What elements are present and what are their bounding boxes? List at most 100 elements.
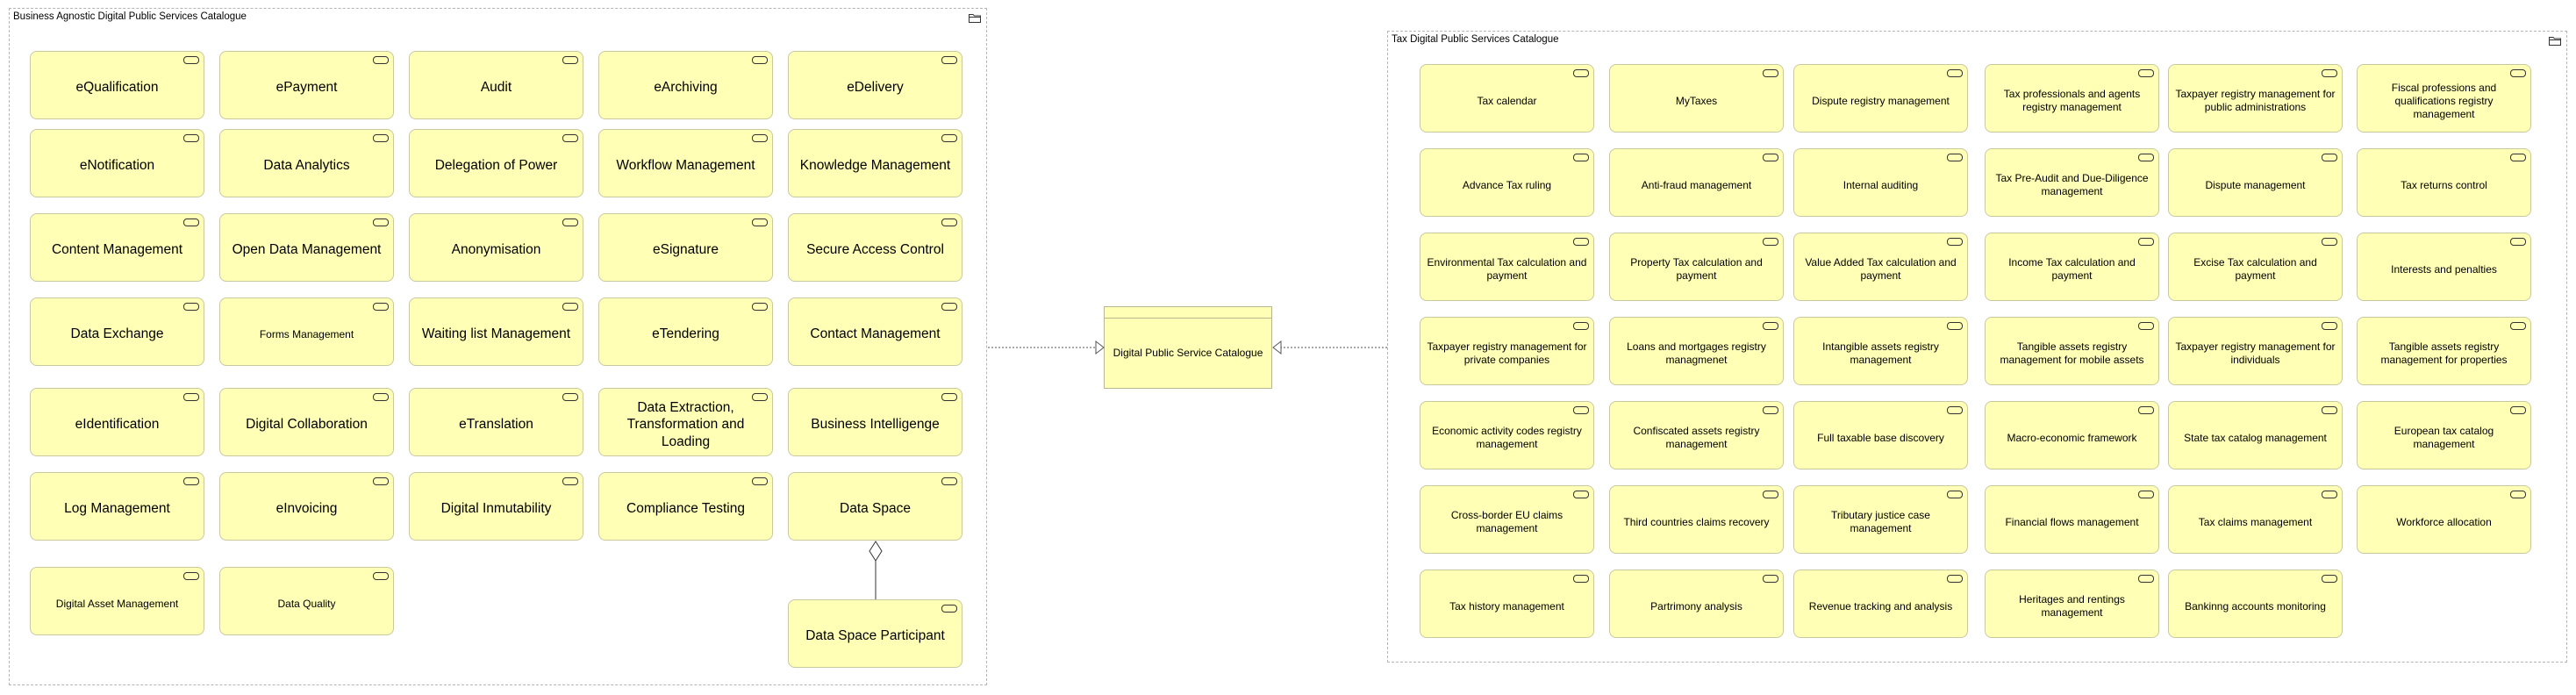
service-waiting-list-management[interactable]: Waiting list Management <box>409 297 583 366</box>
service-workforce-allocation[interactable]: Workforce allocation <box>2357 485 2531 554</box>
component-icon <box>2138 322 2154 330</box>
service-epayment[interactable]: ePayment <box>219 51 394 119</box>
service-full-taxable-base-discovery[interactable]: Full taxable base discovery <box>1793 401 1968 469</box>
service-content-management[interactable]: Content Management <box>30 213 204 282</box>
service-heritages-and-rentings-management[interactable]: Heritages and rentings management <box>1985 570 2159 638</box>
service-secure-access-control[interactable]: Secure Access Control <box>788 213 962 282</box>
service-contact-management[interactable]: Contact Management <box>788 297 962 366</box>
service-esignature[interactable]: eSignature <box>598 213 773 282</box>
service-label: eQualification <box>75 80 159 96</box>
service-label: Property Tax calculation and payment <box>1630 256 1763 282</box>
service-financial-flows-management[interactable]: Financial flows management <box>1985 485 2159 554</box>
service-label: Value Added Tax calculation and payment <box>1805 256 1957 282</box>
service-digital-asset-management[interactable]: Digital Asset Management <box>30 567 204 635</box>
component-icon <box>2138 154 2154 161</box>
service-dispute-management[interactable]: Dispute management <box>2168 148 2343 217</box>
service-taxpayer-registry-management-for-public-administrations[interactable]: Taxpayer registry management for public … <box>2168 64 2343 133</box>
service-income-tax-calculation-and-payment[interactable]: Income Tax calculation and payment <box>1985 233 2159 301</box>
folder-icon <box>969 14 981 23</box>
service-tax-claims-management[interactable]: Tax claims management <box>2168 485 2343 554</box>
service-confiscated-assets-registry-management[interactable]: Confiscated assets registry management <box>1609 401 1784 469</box>
service-workflow-management[interactable]: Workflow Management <box>598 129 773 197</box>
component-icon <box>373 56 389 64</box>
service-anonymisation[interactable]: Anonymisation <box>409 213 583 282</box>
service-label: Workforce allocation <box>2396 515 2492 528</box>
service-excise-tax-calculation-and-payment[interactable]: Excise Tax calculation and payment <box>2168 233 2343 301</box>
service-audit[interactable]: Audit <box>409 51 583 119</box>
component-icon <box>1573 154 1589 161</box>
service-bankinng-accounts-monitoring[interactable]: Bankinng accounts monitoring <box>2168 570 2343 638</box>
service-property-tax-calculation-and-payment[interactable]: Property Tax calculation and payment <box>1609 233 1784 301</box>
service-taxpayer-registry-management-for-individuals[interactable]: Taxpayer registry management for individ… <box>2168 317 2343 385</box>
service-tangible-assets-registry-management-for-mobile-assets[interactable]: Tangible assets registry management for … <box>1985 317 2159 385</box>
service-etendering[interactable]: eTendering <box>598 297 773 366</box>
service-edelivery[interactable]: eDelivery <box>788 51 962 119</box>
service-mytaxes[interactable]: MyTaxes <box>1609 64 1784 133</box>
service-economic-activity-codes-registry-management[interactable]: Economic activity codes registry managem… <box>1420 401 1594 469</box>
component-icon <box>2138 491 2154 498</box>
service-tax-returns-control[interactable]: Tax returns control <box>2357 148 2531 217</box>
component-icon <box>2138 238 2154 246</box>
service-delegation-of-power[interactable]: Delegation of Power <box>409 129 583 197</box>
service-loans-and-mortgages-registry-managmenet[interactable]: Loans and mortgages registry managmenet <box>1609 317 1784 385</box>
service-einvoicing[interactable]: eInvoicing <box>219 472 394 541</box>
service-equalification[interactable]: eQualification <box>30 51 204 119</box>
service-data-quality[interactable]: Data Quality <box>219 567 394 635</box>
service-environmental-tax-calculation-and-payment[interactable]: Environmental Tax calculation and paymen… <box>1420 233 1594 301</box>
service-label: Tax claims management <box>2198 515 2313 528</box>
service-earchiving[interactable]: eArchiving <box>598 51 773 119</box>
component-icon <box>752 477 768 485</box>
service-tax-calendar[interactable]: Tax calendar <box>1420 64 1594 133</box>
service-anti-fraud-management[interactable]: Anti-fraud management <box>1609 148 1784 217</box>
service-tangible-assets-registry-management-for-properties[interactable]: Tangible assets registry management for … <box>2357 317 2531 385</box>
service-label: Taxpayer registry management for private… <box>1427 340 1587 366</box>
service-label: Tax Pre-Audit and Due-Diligence manageme… <box>1995 172 2149 197</box>
service-macro-economic-framework[interactable]: Macro-economic framework <box>1985 401 2159 469</box>
service-data-exchange[interactable]: Data Exchange <box>30 297 204 366</box>
component-icon <box>2510 69 2526 77</box>
service-label: Tangible assets registry management for … <box>2380 340 2508 366</box>
component-icon <box>183 219 199 226</box>
service-knowledge-management[interactable]: Knowledge Management <box>788 129 962 197</box>
service-log-management[interactable]: Log Management <box>30 472 204 541</box>
service-cross-border-eu-claims-management[interactable]: Cross-border EU claims management <box>1420 485 1594 554</box>
service-revenue-tracking-and-analysis[interactable]: Revenue tracking and analysis <box>1793 570 1968 638</box>
service-state-tax-catalog-management[interactable]: State tax catalog management <box>2168 401 2343 469</box>
service-digital-collaboration[interactable]: Digital Collaboration <box>219 388 394 456</box>
service-taxpayer-registry-management-for-private-companies[interactable]: Taxpayer registry management for private… <box>1420 317 1594 385</box>
service-data-analytics[interactable]: Data Analytics <box>219 129 394 197</box>
service-data-space-participant[interactable]: Data Space Participant <box>788 599 962 668</box>
service-intangible-assets-registry-management[interactable]: Intangible assets registry management <box>1793 317 1968 385</box>
component-icon <box>2322 69 2337 77</box>
service-data-space[interactable]: Data Space <box>788 472 962 541</box>
service-partrimony-analysis[interactable]: Partrimony analysis <box>1609 570 1784 638</box>
service-etranslation[interactable]: eTranslation <box>409 388 583 456</box>
service-fiscal-professions-and-qualifications-registry-management[interactable]: Fiscal professions and qualifications re… <box>2357 64 2531 133</box>
service-tax-pre-audit-and-due-diligence-management[interactable]: Tax Pre-Audit and Due-Diligence manageme… <box>1985 148 2159 217</box>
service-european-tax-catalog-management[interactable]: European tax catalog management <box>2357 401 2531 469</box>
service-label: eInvoicing <box>275 501 338 517</box>
service-open-data-management[interactable]: Open Data Management <box>219 213 394 282</box>
service-third-countries-claims-recovery[interactable]: Third countries claims recovery <box>1609 485 1784 554</box>
service-forms-management[interactable]: Forms Management <box>219 297 394 366</box>
service-eidentification[interactable]: eIdentification <box>30 388 204 456</box>
service-enotification[interactable]: eNotification <box>30 129 204 197</box>
service-tributary-justice-case-management[interactable]: Tributary justice case management <box>1793 485 1968 554</box>
digital-public-service-catalogue[interactable]: Digital Public Service Catalogue <box>1104 306 1272 389</box>
service-digital-inmutability[interactable]: Digital Inmutability <box>409 472 583 541</box>
service-compliance-testing[interactable]: Compliance Testing <box>598 472 773 541</box>
service-value-added-tax-calculation-and-payment[interactable]: Value Added Tax calculation and payment <box>1793 233 1968 301</box>
service-advance-tax-ruling[interactable]: Advance Tax ruling <box>1420 148 1594 217</box>
service-label: Income Tax calculation and payment <box>2008 256 2136 282</box>
component-icon <box>752 393 768 401</box>
service-tax-history-management[interactable]: Tax history management <box>1420 570 1594 638</box>
service-dispute-registry-management[interactable]: Dispute registry management <box>1793 64 1968 133</box>
service-data-extraction-transformation-and-loading[interactable]: Data Extraction, Transformation and Load… <box>598 388 773 456</box>
service-internal-auditing[interactable]: Internal auditing <box>1793 148 1968 217</box>
service-label: Anti-fraud management <box>1641 178 1752 191</box>
service-label: Tangible assets registry management for … <box>2000 340 2144 366</box>
component-icon <box>2510 406 2526 414</box>
service-tax-professionals-and-agents-registry-management[interactable]: Tax professionals and agents registry ma… <box>1985 64 2159 133</box>
service-interests-and-penalties[interactable]: Interests and penalties <box>2357 233 2531 301</box>
service-business-intelligenge[interactable]: Business Intelligenge <box>788 388 962 456</box>
